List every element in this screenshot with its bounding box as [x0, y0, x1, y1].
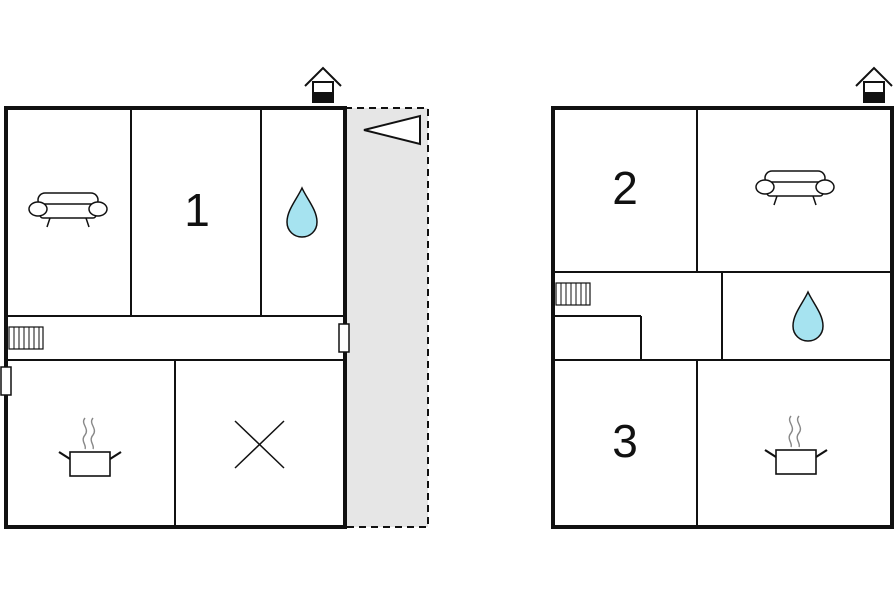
room-bedroom-2: 2 [612, 162, 638, 214]
house-entrance-icon [855, 67, 893, 103]
room-hall [555, 282, 591, 306]
cooking-pot-icon [763, 414, 829, 476]
direction-arrow-icon [363, 114, 421, 146]
right-plan: 2 3 [551, 67, 894, 529]
room-bathroom [792, 291, 824, 342]
room-bedroom-3: 3 [612, 415, 638, 467]
room-kitchen [57, 416, 123, 478]
cross-icon [234, 420, 285, 469]
room-number: 2 [612, 162, 638, 214]
house-entrance-icon [304, 67, 342, 103]
room-storage [234, 420, 285, 469]
room-hall [8, 326, 44, 350]
room-living [755, 170, 835, 206]
radiator-icon [8, 326, 44, 350]
room-living [28, 192, 108, 228]
door [0, 366, 12, 396]
door [338, 323, 350, 353]
right-plan-outer-wall [551, 106, 894, 529]
radiator-icon [555, 282, 591, 306]
water-drop-icon [792, 291, 824, 342]
room-bedroom-1: 1 [184, 184, 210, 236]
sofa-icon [28, 192, 108, 228]
room-bathroom [286, 187, 318, 238]
room-kitchen [763, 414, 829, 476]
left-plan: 1 [0, 67, 429, 529]
terrace [345, 107, 429, 528]
room-number: 3 [612, 415, 638, 467]
cooking-pot-icon [57, 416, 123, 478]
water-drop-icon [286, 187, 318, 238]
sofa-icon [755, 170, 835, 206]
room-number: 1 [184, 184, 210, 236]
